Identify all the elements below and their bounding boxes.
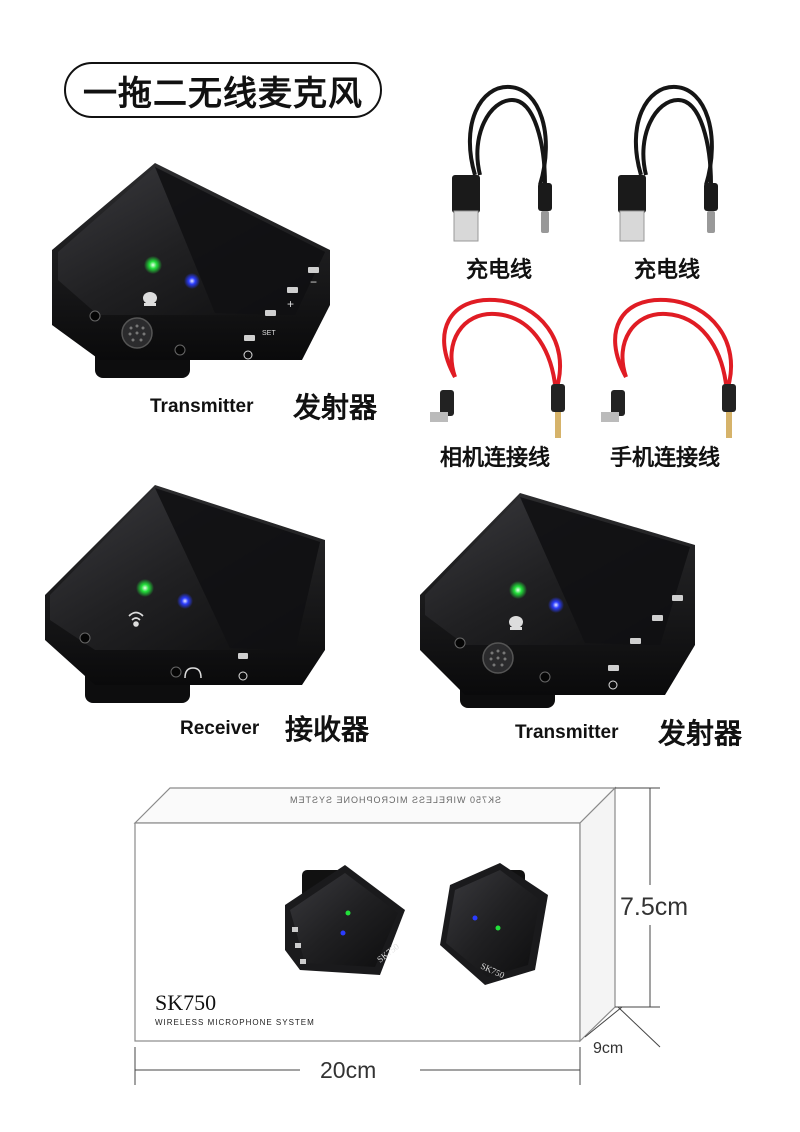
charging-cable-image (618, 84, 718, 242)
box-brand: SK750 (155, 990, 216, 1015)
power-icon (608, 680, 618, 690)
receiver-device-image (45, 485, 325, 703)
page-title: 一拖二无线麦克风 (64, 62, 382, 118)
microphone-icon (143, 292, 157, 306)
wireless-signal-icon (128, 611, 144, 627)
headphone-icon (184, 667, 202, 679)
transmitter-label-en: Transmitter (150, 396, 254, 417)
box-subtitle: Wireless Microphone System (155, 1018, 315, 1027)
transmitter-device-image: − + SET (52, 163, 330, 378)
transmitter-label-cn: 发射器 (293, 391, 378, 424)
box-depth-label: 9cm (593, 1040, 623, 1057)
box-height-label: 7.5cm (620, 893, 688, 921)
set-button-label: SET (262, 330, 276, 337)
minus-button-label: − (310, 275, 317, 289)
box-lid-text: SK750 WIRELESS MICROPHONE SYSTEM (289, 795, 501, 805)
box-width-label: 20cm (320, 1057, 376, 1083)
charging-cable-image (452, 84, 552, 242)
camera-cable-label: 相机连接线 (440, 446, 551, 471)
box-diagram: SK750 SK750 SK750 WIRELESS MICROPHONE SY… (133, 786, 688, 1085)
charging-cable-label-2: 充电线 (634, 258, 701, 283)
microphone-icon (509, 616, 523, 630)
power-icon (238, 671, 248, 681)
camera-cable-image (430, 297, 565, 438)
transmitter-label-cn-2: 发射器 (658, 717, 743, 750)
transmitter-label-en-2: Transmitter (515, 722, 619, 743)
charging-cable-label-1: 充电线 (466, 258, 533, 283)
plus-button-label: + (287, 297, 294, 311)
power-icon (243, 350, 253, 360)
receiver-label-en: Receiver (180, 718, 260, 739)
phone-cable-label: 手机连接线 (610, 446, 721, 471)
transmitter-device-image (420, 493, 695, 708)
phone-cable-image (601, 297, 736, 438)
receiver-label-cn: 接收器 (285, 713, 370, 746)
